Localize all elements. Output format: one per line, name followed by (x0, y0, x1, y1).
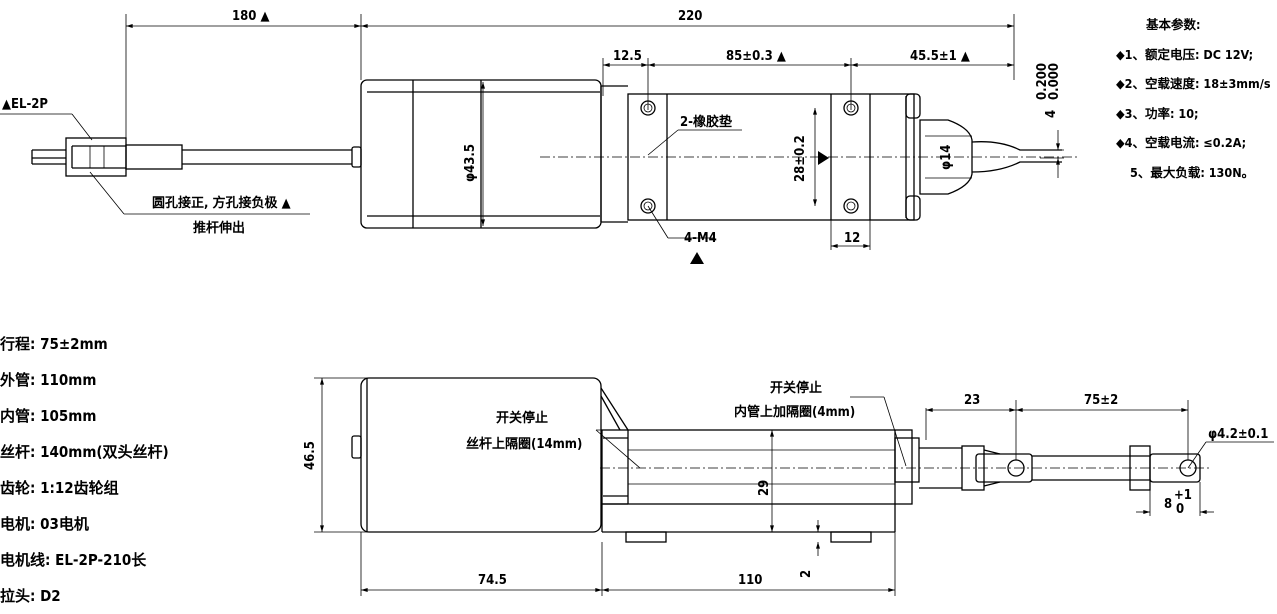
dim-28: 28±0.2 (793, 135, 808, 182)
dim-8-tol-upper: +1 (1174, 488, 1192, 503)
top-view: 180 ▲ 220 12.5 85±0.3 ▲ 45.5±1 ▲ 4 0.200… (0, 9, 1080, 264)
tol-upper: 0.200 (1035, 63, 1050, 100)
dim-23: 23 (964, 393, 980, 408)
dim-110: 110 (738, 573, 762, 588)
parameters-heading: 基本参数: (1146, 17, 1201, 32)
dim-220: 220 (678, 9, 702, 24)
dim-180: 180 ▲ (232, 9, 269, 24)
technical-drawing: 180 ▲ 220 12.5 85±0.3 ▲ 45.5±1 ▲ 4 0.200… (0, 9, 1274, 596)
dim-12: 12 (844, 231, 860, 246)
spec-item: 电机线: EL-2P-210长 (0, 551, 147, 569)
spec-item: 拉头: D2 (0, 587, 61, 605)
dim-45-5: 45.5±1 ▲ (910, 49, 970, 64)
hole-label-4m4: 4-M4 (684, 231, 717, 246)
switch-note-1: 丝杆上隔圈(14mm) (466, 436, 582, 452)
polarity-note: 圆孔接正, 方孔接负极 ▲ (152, 195, 291, 211)
parameter-item: ◆4、空载电流: ≤0.2A; (1116, 135, 1247, 150)
connector-label: ▲EL-2P (2, 97, 48, 112)
dim-75: 75±2 (1084, 393, 1118, 408)
parameter-item: ◆3、功率: 10; (1116, 105, 1199, 121)
dim-phi14: φ14 (939, 145, 954, 170)
dim-2: 2 (799, 570, 814, 578)
spec-item: 内管: 105mm (0, 407, 97, 425)
switch-stop-1: 开关停止 (496, 410, 548, 426)
parameter-item: ◆2、空载速度: 18±3mm/s (1116, 76, 1271, 91)
switch-stop-2: 开关停止 (770, 380, 822, 396)
dim-phi4-2: φ4.2±0.1 (1208, 427, 1268, 442)
dim-8-tol-lower: 0 (1176, 502, 1184, 517)
spec-item: 外管: 110mm (0, 371, 97, 389)
dim-phi43-5: φ43.5 (463, 144, 478, 182)
dim-12-5: 12.5 (613, 49, 642, 64)
dim-4: 4 (1044, 110, 1059, 118)
side-view: 46.5 (303, 377, 1274, 596)
spec-list: 行程: 75±2mm 外管: 110mm 内管: 105mm 丝杆: 140mm… (0, 326, 169, 614)
spec-item: 齿轮: 1:12齿轮组 (0, 479, 119, 497)
spec-item: 行程: 75±2mm (0, 335, 108, 353)
spec-item: 电机: 03电机 (0, 515, 89, 533)
basic-parameters: 基本参数: ◆1、额定电压: DC 12V; ◆2、空载速度: 18±3mm/s… (1116, 10, 1271, 187)
parameter-item: ◆1、额定电压: DC 12V; (1116, 46, 1254, 62)
parameter-item: 5、最大负载: 130N。 (1130, 164, 1255, 180)
dim-46-5: 46.5 (303, 441, 318, 470)
spec-item: 丝杆: 140mm(双头丝杆) (0, 443, 169, 461)
switch-note-2: 内管上加隔圈(4mm) (734, 404, 855, 420)
push-note: 推杆伸出 (193, 220, 245, 236)
dim-29: 29 (757, 480, 772, 496)
dim-74-5: 74.5 (478, 573, 507, 588)
tol-lower: 0.000 (1047, 63, 1062, 100)
dim-85: 85±0.3 ▲ (726, 49, 786, 64)
dim-8: 8 (1164, 497, 1172, 512)
rubber-pad-label: 2-橡胶垫 (680, 114, 732, 130)
